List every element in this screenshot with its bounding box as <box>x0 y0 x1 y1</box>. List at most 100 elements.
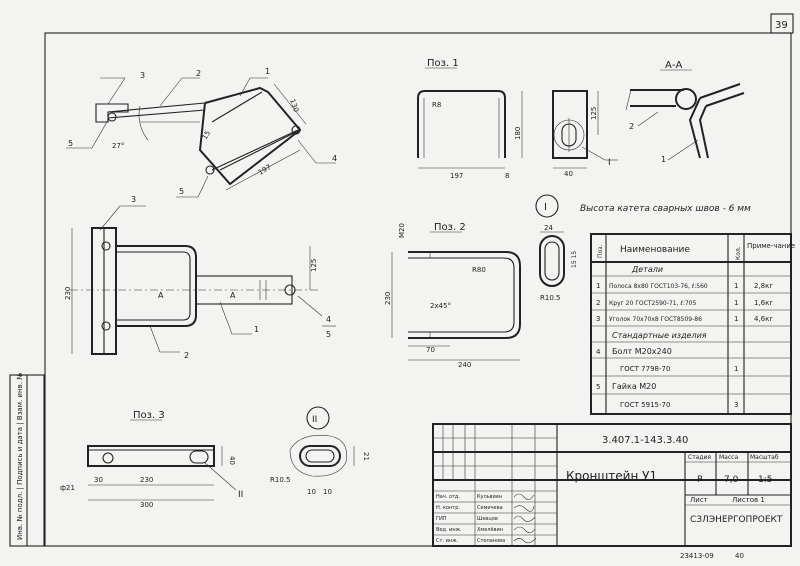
dim-r105-II: R10.5 <box>270 476 290 484</box>
signature-3 <box>513 515 536 522</box>
mass-label: Масса <box>719 454 738 461</box>
signature-1 <box>513 493 535 500</box>
marker-1-section: 1 <box>661 155 666 164</box>
row5-name: ГОСТ 7798-70 <box>620 365 670 373</box>
hdr-note: Приме-чание <box>747 242 795 250</box>
signature-5 <box>513 537 537 544</box>
drawing-title: Кронштейн У1 <box>566 469 657 483</box>
marker-5-plan: 5 <box>326 330 331 339</box>
signature-4 <box>513 526 536 534</box>
footer-code: 23413-09 <box>680 552 714 560</box>
dim-197: 197 <box>450 172 463 180</box>
section-title: А-А <box>665 60 682 71</box>
pos2-view: Поз. 2 230 М20 R80 2х45° 70 240 24 15 15… <box>384 222 578 369</box>
dim-15-iso: 15 <box>201 129 212 141</box>
sheets-label: Листов 1 <box>732 496 765 504</box>
scale-label: Масштаб <box>750 454 779 461</box>
signer-name-2: Семичева <box>477 505 503 511</box>
sheet-number-box <box>770 13 794 34</box>
section-standard: Стандартные изделия <box>612 331 707 340</box>
pos1-view: Поз. 1 R8 180 197 8 I 125 40 <box>417 58 618 180</box>
row3-note: 4,6кг <box>754 315 773 323</box>
dim-230-pos2: 230 <box>384 292 392 305</box>
dim-230-plan: 230 <box>64 287 72 300</box>
dim-21: 21 <box>362 452 370 461</box>
signer-role-5: Ст. инж. <box>436 538 459 544</box>
spec-table: Поз. Наименование Кол. Приме-чание Детал… <box>590 233 795 415</box>
dim-8: 8 <box>505 172 509 180</box>
node-I-circle <box>535 194 559 218</box>
row4-pos: 4 <box>596 348 601 356</box>
org-name: СЗЛЭНЕРГОПРОЕКТ <box>690 515 783 525</box>
dim-10-b: 10 <box>323 488 332 496</box>
side-stamp-text: Инв. № подл. | Подпись и дата | Взам. ин… <box>16 373 24 540</box>
marker-4-iso: 4 <box>332 154 337 163</box>
weld-note: Высота катета сварных швов - 6 мм <box>580 204 751 214</box>
stage-value: Р <box>697 475 703 485</box>
dim-m20: М20 <box>398 223 406 238</box>
dim-24: 24 <box>544 224 553 232</box>
dim-197-iso: 197 <box>257 163 273 177</box>
marker-2-section: 2 <box>629 122 634 131</box>
doc-code: 3.407.1-143.3.40 <box>602 435 688 446</box>
section-a-left: А <box>158 291 164 300</box>
dim-phi21: ф21 <box>60 484 75 492</box>
section-details: Детали <box>631 265 663 274</box>
row2-pos: 2 <box>596 299 600 307</box>
dim-40: 40 <box>564 170 573 178</box>
row7-qty: 3 <box>734 401 738 409</box>
node-I-label: I <box>544 202 547 213</box>
marker-2-plan: 2 <box>184 351 189 360</box>
dim-15-15: 15 15 <box>571 251 578 268</box>
dim-125-plan: 125 <box>310 259 318 272</box>
row6-pos: 5 <box>596 383 600 391</box>
row2-qty: 1 <box>734 299 738 307</box>
marker-5-iso-b: 5 <box>179 187 184 196</box>
dim-130: 130 <box>288 98 300 113</box>
marker-4-plan: 4 <box>326 315 331 324</box>
sheet-number: 39 <box>775 20 788 31</box>
marker-2-iso: 2 <box>196 69 201 78</box>
node-I-marker: I <box>608 158 611 168</box>
row3-name: Уголок 70х70х8 ГОСТ8509-86 <box>609 316 702 323</box>
node-II-marker: II <box>238 490 243 500</box>
plan-view: 230 125 А А 3 1 2 4 5 <box>64 195 336 360</box>
dim-70: 70 <box>426 346 435 354</box>
signer-name-4: Хмелёвин <box>477 527 503 533</box>
signer-name-3: Шевцов <box>477 516 498 522</box>
row6-name: Гайка М20 <box>612 382 656 391</box>
section-aa-view: А-А 2 1 <box>625 60 745 164</box>
dim-125: 125 <box>590 107 598 120</box>
section-a-right: А <box>230 291 236 300</box>
pos2-title: Поз. 2 <box>434 222 466 233</box>
row3-pos: 3 <box>596 315 600 323</box>
footer-page: 40 <box>735 552 744 560</box>
scale-value: 1:5 <box>758 475 772 485</box>
marker-3-plan: 3 <box>131 195 136 204</box>
dim-40-pos3: 40 <box>228 456 236 465</box>
row1-name: Полоса 8х80 ГОСТ103-76, ℓ:560 <box>609 283 708 290</box>
row2-name: Круг 20 ГОСТ2590-71, ℓ:705 <box>609 300 696 307</box>
signer-name-5: Степанова <box>477 538 505 544</box>
dim-angle-27: 27° <box>112 142 124 150</box>
pos1-title: Поз. 1 <box>427 58 459 69</box>
dim-230-pos3: 230 <box>140 476 153 484</box>
signer-role-2: Н. контр. <box>436 505 460 511</box>
row3-qty: 1 <box>734 315 738 323</box>
signer-role-1: Нач. отд. <box>436 494 460 500</box>
hdr-pos: Поз. <box>597 245 604 258</box>
dim-240: 240 <box>458 361 471 369</box>
title-block: 3.407.1-143.3.40 Кронштейн У1 Стадия Мас… <box>432 423 792 547</box>
pos3-title: Поз. 3 <box>133 410 165 421</box>
mass-value: 7,0 <box>724 475 739 485</box>
dim-10-a: 10 <box>307 488 316 496</box>
stage-label: Стадия <box>688 454 711 461</box>
dim-r8: R8 <box>432 101 441 109</box>
hdr-name: Наименование <box>620 245 690 255</box>
side-stamp: Инв. № подл. | Подпись и дата | Взам. ин… <box>9 373 45 547</box>
isometric-view: 3 2 1 5 5 4 27° 130 15 197 <box>66 67 337 198</box>
row1-note: 2,8кг <box>754 282 773 290</box>
marker-1-iso: 1 <box>265 67 270 76</box>
row7-name: ГОСТ 5915-70 <box>620 401 670 409</box>
